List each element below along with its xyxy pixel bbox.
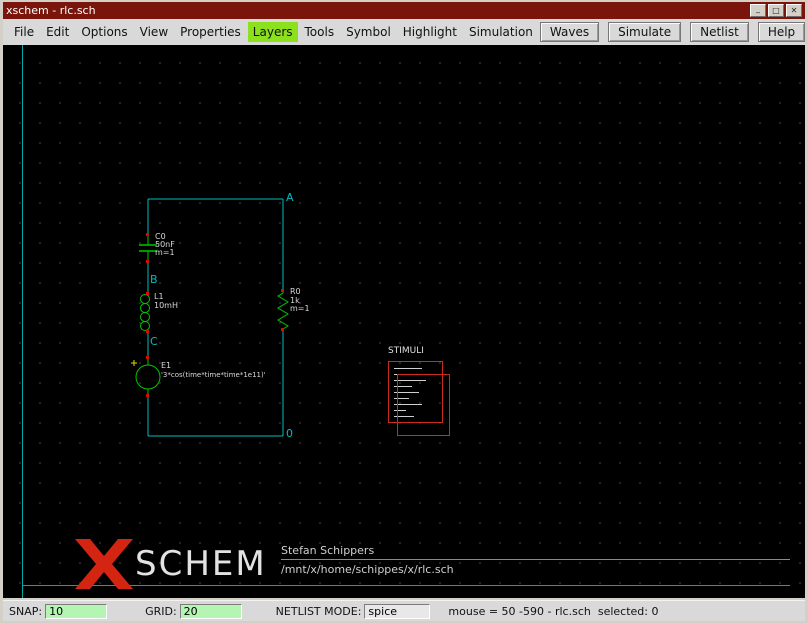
menu-view[interactable]: View (139, 25, 169, 39)
code-line (394, 380, 426, 381)
netlist-mode-label: NETLIST MODE: (275, 604, 362, 618)
code-line (394, 410, 406, 411)
code-line (394, 386, 412, 387)
logo-text: SCHEM (135, 544, 267, 584)
net-label-gnd[interactable]: 0 (286, 427, 293, 440)
titleblock-author: Stefan Schippers (281, 544, 375, 557)
src-value: '3*cos(time*time*time*1e11)' (161, 371, 266, 379)
cap-mult: m=1 (155, 248, 175, 257)
resistor-symbol[interactable] (277, 291, 289, 330)
maximize-icon[interactable] (768, 4, 784, 17)
cap-ref: C0 (155, 232, 166, 241)
netlist-mode-input[interactable] (364, 603, 431, 619)
vsource-symbol[interactable] (131, 358, 161, 396)
inductor-symbol[interactable] (140, 294, 150, 332)
res-mult: m=1 (290, 304, 310, 313)
window-controls (750, 4, 802, 17)
cap-value: 50nF (155, 240, 175, 249)
ind-ref: L1 (154, 292, 164, 301)
menu-edit[interactable]: Edit (46, 25, 70, 39)
code-line (394, 368, 422, 369)
pin-endpoints (146, 233, 284, 397)
net-label-a[interactable]: A (286, 191, 294, 204)
waves-button[interactable]: Waves (539, 22, 600, 42)
window-title: xschem - rlc.sch (6, 4, 96, 17)
menu-file[interactable]: File (14, 25, 35, 39)
code-line (394, 416, 414, 417)
grid-label: GRID: (145, 604, 177, 618)
menu-tools[interactable]: Tools (304, 25, 335, 39)
res-ref: R0 (290, 287, 301, 296)
schematic-canvas[interactable]: A B C 0 C0 50nF m=1 L1 10mH E1 '3*cos(ti… (3, 45, 805, 598)
net-label-b[interactable]: B (150, 273, 158, 286)
snap-input[interactable] (45, 603, 108, 619)
plus-polarity-icon (131, 360, 137, 366)
circuit-drawing (131, 198, 289, 437)
menu-properties[interactable]: Properties (180, 25, 241, 39)
stimuli-code-block[interactable] (388, 361, 443, 423)
code-line (394, 392, 419, 393)
code-line (394, 398, 409, 399)
ind-value: 10mH (154, 301, 178, 310)
menu-layers[interactable]: Layers (247, 22, 298, 42)
titleblock-path: /mnt/x/home/schippes/x/rlc.sch (281, 563, 454, 576)
grid-input[interactable] (179, 603, 242, 619)
minimize-icon[interactable] (750, 4, 766, 17)
menubar-buttons: Waves Simulate Netlist Help (539, 22, 806, 42)
status-text: mouse = 50 -590 - rlc.sch selected: 0 (448, 604, 659, 618)
res-value: 1k (290, 296, 300, 305)
net-label-c[interactable]: C (150, 335, 158, 348)
code-line (394, 404, 422, 405)
menu-highlight[interactable]: Highlight (402, 25, 457, 39)
titleblock-separator (281, 559, 790, 560)
menu-simulation[interactable]: Simulation (468, 25, 533, 39)
xschem-logo-icon (75, 539, 133, 589)
titlebar[interactable]: xschem - rlc.sch (3, 2, 805, 19)
stimuli-frame[interactable] (397, 374, 450, 436)
simulate-button[interactable]: Simulate (608, 22, 682, 42)
stimuli-label: STIMULI (388, 346, 424, 356)
src-ref: E1 (161, 361, 172, 370)
menu-options[interactable]: Options (81, 25, 128, 39)
menu-symbol[interactable]: Symbol (346, 25, 391, 39)
frame-line-bottom (22, 585, 790, 586)
help-button[interactable]: Help (757, 22, 806, 42)
close-icon[interactable] (786, 4, 802, 17)
circuit-wires[interactable] (147, 198, 284, 437)
netlist-button[interactable]: Netlist (690, 22, 749, 42)
snap-label: SNAP: (9, 604, 43, 618)
frame-line-left (22, 45, 23, 598)
statusbar: SNAP: GRID: NETLIST MODE: mouse = 50 -59… (3, 600, 805, 621)
menubar: File Edit Options View Properties Layers… (3, 19, 806, 45)
